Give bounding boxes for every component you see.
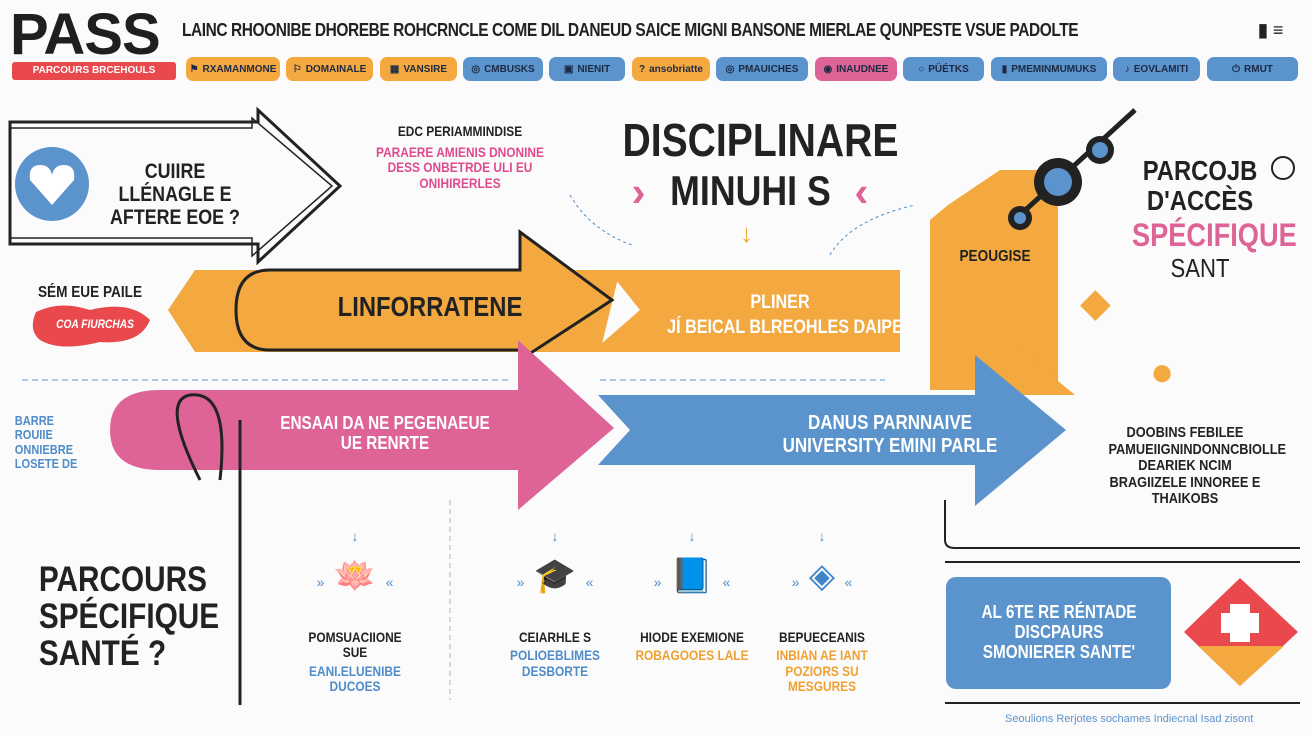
nav-icon: ▣: [563, 63, 574, 75]
blue-arrow: [598, 355, 1066, 506]
arrow-down-icon: ↓: [551, 528, 559, 544]
nav-label: PMEMINMUMUKS: [1011, 63, 1097, 75]
nav-label: INAUDNEE: [836, 63, 889, 75]
red-badge: COA FIURCHAS: [56, 317, 134, 331]
nav-icon: ⚐: [292, 63, 302, 75]
step-icon: » 🪷 «: [316, 557, 394, 595]
big-question: PARCOURS SPÉCIFIQUE SANTÉ ?: [38, 560, 220, 673]
chevron-right-icon: ›: [631, 168, 646, 215]
cta-button[interactable]: AL 6TE RE RÉNTADE DISCPAURS SMONIERER SA…: [946, 577, 1171, 689]
nav-pill[interactable]: ⚐DOMAINALE: [286, 57, 373, 81]
pink-arrow: [110, 340, 614, 510]
step-item: ↓ » 🎓 « CEIARHLE S POLIOEBLIMES DESBORTE: [485, 528, 625, 679]
nav-label: CMBUSKS: [484, 63, 535, 75]
book-icon: ◆: [1080, 281, 1111, 325]
orange-band: [592, 270, 900, 352]
step-item: ↓ » ◈ « BEPUECEANIS INBIAN AE IANT POZIO…: [752, 528, 892, 695]
step-subtitle: ROBAGOOES LALE: [635, 647, 749, 664]
nav-label: EOVLAMITI: [1133, 63, 1189, 75]
footer-note: Seoulions Rerjotes sochames Indiecnal Is…: [1005, 713, 1254, 725]
orange-arrow-label: LINFORRATENE: [337, 291, 523, 322]
nav-icon: ♪: [1124, 63, 1130, 75]
graduation-link-icon: [1008, 108, 1137, 230]
cta-label: AL 6TE RE RÉNTADE DISCPAURS SMONIERER SA…: [980, 602, 1136, 662]
logo-subtitle: PARCOURS BRCEHOULS: [12, 62, 176, 80]
arrow-down-icon: ↓: [740, 218, 753, 248]
title-line2: MINUHI S: [669, 167, 831, 214]
nav-label: RMUT: [1244, 63, 1273, 75]
nav-pill[interactable]: ○PÜÉTKS: [903, 57, 984, 81]
orange-band-line2: JÍ BEICAL BLREOHLES DAIPE: [667, 317, 903, 338]
blue-arrow-line1: DANUS PARNNAIVE: [807, 412, 973, 434]
nav-pill[interactable]: ♪EOVLAMITI: [1113, 57, 1200, 81]
pink-arrow-label: ENSAAI DA NE PEGENAEUE UE RENRTE: [280, 413, 490, 453]
nav-pill[interactable]: ?ansobriatte: [632, 57, 710, 81]
step-item: ↓ » 🪷 « POMSUACIIONE SUE EANI.ELUENIBE D…: [285, 528, 425, 695]
nav-icon: ◎: [471, 63, 481, 75]
nav-pill[interactable]: ▦VANSIRE: [380, 57, 457, 81]
step-title: HIODE EXEMIONE: [640, 629, 744, 645]
step-item: ↓ » 📘 « HIODE EXEMIONE ROBAGOOES LALE: [622, 528, 762, 664]
nav-icon: ⚑: [189, 63, 199, 75]
nav-label: PMAUICHES: [738, 63, 799, 75]
step-icon: » 📘 «: [653, 557, 731, 595]
step-title: CEIARHLE S: [518, 629, 592, 645]
note-body: PARAERE AMIENIS DNONINE DESS ONBETRDE UL…: [376, 144, 544, 191]
nav-icon: ⏻: [1232, 63, 1241, 75]
outline-arrow-inner: [9, 116, 334, 258]
right-title3: SPÉCIFIQUE: [1132, 217, 1297, 253]
nav-icon: ○: [918, 63, 925, 75]
question-text: CUIIRE LLÉNAGLE E AFTERE EOE ?: [110, 160, 240, 230]
arrow-down-icon: ↓: [818, 528, 826, 544]
nav-icon: ▮: [1001, 63, 1008, 75]
logo: PASS: [10, 2, 161, 67]
nav-label: PÜÉTKS: [928, 63, 969, 75]
title-line1: DISCIPLINARE: [622, 114, 899, 166]
step-subtitle: INBIAN AE IANT POZIORS SU MESGURES: [776, 647, 868, 695]
arrow-down-icon: ↓: [351, 528, 359, 544]
chevron-left-icon: ‹: [854, 168, 869, 215]
nav-icon: ◎: [725, 63, 735, 75]
step-subtitle: EANI.ELUENIBE DUCOES: [309, 662, 401, 695]
nav-pill[interactable]: ⚑RXAMANMONE: [186, 57, 280, 81]
blue-note: BARRE ROUIIE ONNIEBRE LOSETE DE: [14, 413, 78, 471]
right-title4: SANT: [1170, 253, 1230, 283]
semi-label: SÉM EUE PAILE: [37, 284, 143, 301]
orange-tag-label: PEOUGISE: [959, 248, 1031, 265]
right-description: DOOBINS FEBILEE PAMUEIIGNINDONNCBIOLLE D…: [1108, 424, 1287, 507]
nav-label: ansobriatte: [649, 63, 703, 75]
step-title: BEPUECEANIS: [779, 629, 865, 645]
nav-icon: ?: [638, 63, 646, 75]
step-icon: » 🎓 «: [516, 557, 594, 595]
nav-icon: ◉: [823, 63, 833, 75]
headline: LAINC RHOONIBE DHOREBE ROHCRNCLE COME DI…: [182, 20, 1079, 40]
right-title2: D'ACCÈS: [1146, 185, 1254, 216]
menu-icon[interactable]: ▮ ≡: [1258, 20, 1284, 40]
step-title: POMSUACIIONE SUE: [308, 629, 402, 661]
nav-label: VANSIRE: [403, 63, 448, 75]
nav-pill[interactable]: ◉INAUDNEE: [815, 57, 897, 81]
note-title: EDC PERIAMMINDISE: [397, 123, 523, 139]
step-icon: » ◈ «: [791, 557, 853, 595]
blue-arrow-line2: UNIVERSITY EMINI PARLE: [782, 435, 998, 457]
right-title1: PARCOJB: [1142, 155, 1258, 186]
step-subtitle: POLIOEBLIMES DESBORTE: [510, 647, 600, 679]
mascot-icon: ●: [1150, 350, 1175, 394]
nav-pill[interactable]: ▮PMEMINMUMUKS: [991, 57, 1107, 81]
arrow-down-icon: ↓: [688, 528, 696, 544]
orange-band-line1: PLINER: [750, 292, 810, 313]
red-splash: [32, 305, 150, 347]
outline-arrow: [8, 106, 343, 266]
nav-label: DOMAINALE: [305, 63, 367, 75]
nav-pill[interactable]: ⏻RMUT: [1207, 57, 1298, 81]
nav-pill[interactable]: ◎PMAUICHES: [716, 57, 808, 81]
orange-chevron: [930, 275, 1075, 395]
nav-label: NIENIT: [577, 63, 611, 75]
nav-icon: ▦: [389, 63, 400, 75]
nav-pill[interactable]: ▣NIENIT: [549, 57, 625, 81]
nav-pill[interactable]: ◎CMBUSKS: [463, 57, 543, 81]
nav-label: RXAMANMONE: [202, 63, 277, 75]
